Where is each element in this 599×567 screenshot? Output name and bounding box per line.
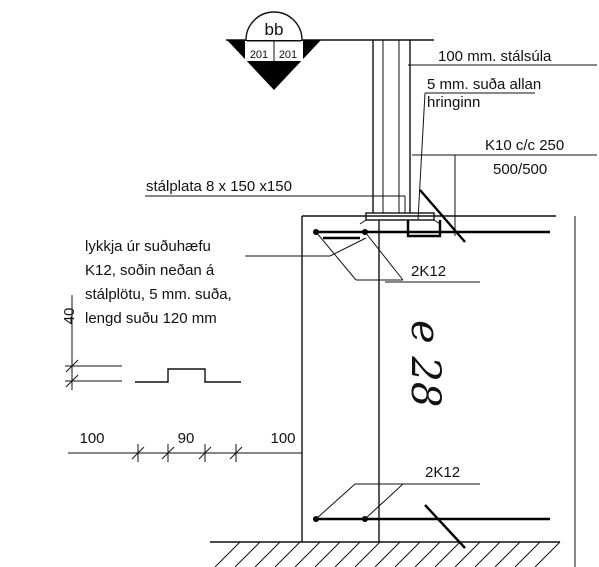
bottom-reinforcement [313, 483, 550, 549]
column-label: 100 mm. stálsúla [438, 48, 552, 65]
weld-label-line2: hringinn [427, 94, 480, 111]
section-label: bb [265, 20, 284, 39]
dimension-40: 40 [61, 295, 122, 390]
loop-label-line3: stálplötu, 5 mm. suða, [85, 286, 232, 303]
rebar-size-label: 500/500 [493, 161, 547, 178]
loop-symbol [135, 368, 241, 383]
loop-label-line2: K12, soðin neðan á [85, 262, 215, 279]
steel-plate [359, 212, 441, 225]
weld-label-line1: 5 mm. suða allan [427, 76, 541, 93]
dim-100-right: 100 [270, 430, 295, 447]
plate-label: stálplata 8 x 150 x150 [146, 178, 292, 195]
loop-label-line1: lykkja úr suðuhæfu [85, 238, 211, 255]
concrete-wall [301, 215, 576, 567]
dim-90: 90 [178, 430, 195, 447]
handwritten-note: e 28 [402, 320, 448, 407]
bars-bottom-label: 2K12 [425, 464, 460, 481]
dim-40-label: 40 [61, 308, 78, 325]
rebar-top-label: K10 c/c 250 [485, 137, 564, 154]
bars-top-label: 2K12 [411, 263, 446, 280]
ground-hatch [210, 541, 561, 567]
section-ref-left: 201 [250, 49, 268, 61]
leaders [145, 64, 597, 485]
dim-100-left: 100 [79, 430, 104, 447]
section-ref-right: 201 [279, 49, 297, 61]
top-bars-hatch [315, 231, 404, 281]
dimension-chain: 100 90 100 [68, 430, 302, 462]
steel-column [372, 40, 411, 216]
section-marker: bb 201 201 [226, 11, 434, 90]
loop-label-line4: lengd suðu 120 mm [85, 310, 217, 327]
